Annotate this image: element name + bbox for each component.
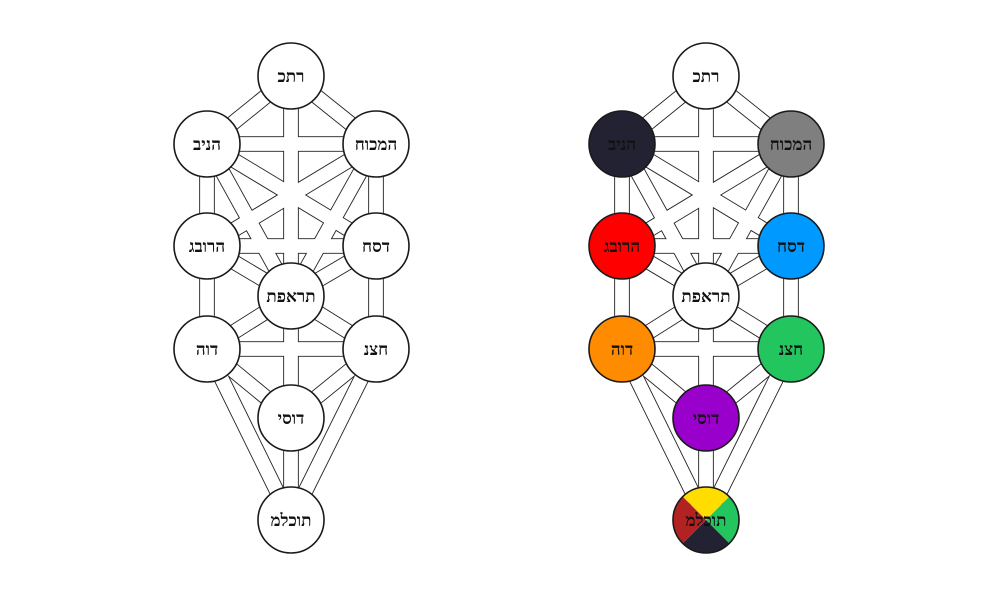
sephirah-circle [757, 212, 825, 280]
sephirah-keter: רתכ [257, 42, 325, 110]
sephirah-circle [257, 42, 325, 110]
sephirah-chesed: דסח [342, 212, 410, 280]
sephirah-chokhmah: המכוח [342, 110, 410, 178]
sephirah-label: חצנ [779, 340, 804, 360]
sephirah-circle [588, 315, 656, 383]
sephirah-label: דוסי [278, 409, 305, 429]
sephirah-circle [173, 110, 241, 178]
sephirah-circle [173, 315, 241, 383]
sephirot: רתכ המכוח הניב דסח הרובג תראפת חצנ דוה דוסי תוכלמ [173, 42, 410, 554]
sephirah-netzach: חצנ [757, 315, 825, 383]
sephirah-netzach: חצנ [342, 315, 410, 383]
sephirah-tiferet: תראפת [672, 262, 740, 330]
sephirah-outline [672, 486, 740, 554]
sephirah-malkhut: תוכלמ [257, 486, 325, 554]
sephirah-label: הניב [193, 135, 221, 155]
sephirah-circle [672, 42, 740, 110]
sephirot: רתכ המכוח הניב דסח הרובג תראפת חצנ דוה דוסי תוכלמ [588, 42, 825, 554]
sephirah-circle [757, 315, 825, 383]
sephirah-hod: דוה [588, 315, 656, 383]
tree-plain: רתכ המכוח הניב דסח הרובג תראפת חצנ דוה דוסי תוכלמ [173, 42, 410, 554]
sephirah-circle [257, 486, 325, 554]
sephirah-label: תוכלמ [685, 511, 726, 531]
sephirah-label: חצנ [364, 340, 389, 360]
sephirah-label: דוה [196, 340, 218, 360]
sephirah-label: תראפת [266, 287, 315, 307]
sephirah-circle [672, 384, 740, 452]
sephirah-label: דסח [362, 237, 390, 257]
sephirah-label: הרובג [604, 237, 640, 257]
sephirah-label: דוה [611, 340, 633, 360]
sephirah-binah: הניב [588, 110, 656, 178]
sephirah-binah: הניב [173, 110, 241, 178]
sephirah-label: הניב [608, 135, 636, 155]
sephirah-circle [257, 384, 325, 452]
sephirah-label: תוכלמ [270, 511, 311, 531]
sephirah-label: הרובג [189, 237, 225, 257]
sephirah-chesed: דסח [757, 212, 825, 280]
sephirah-label: תראפת [681, 287, 730, 307]
sephirah-tiferet: תראפת [257, 262, 325, 330]
sephirah-hod: דוה [173, 315, 241, 383]
sephirah-circle [173, 212, 241, 280]
sephirah-label: המכוח [355, 135, 398, 155]
sephirah-circle [257, 262, 325, 330]
sephirah-gevurah: הרובג [588, 212, 656, 280]
sephirah-label: רתכ [692, 67, 719, 87]
sephirah-yesod: דוסי [672, 384, 740, 452]
sephirah-malkhut: תוכלמ [672, 486, 740, 554]
malkhut-quadrant [672, 496, 706, 544]
sephirah-label: דסח [777, 237, 805, 257]
sephirah-circle [342, 110, 410, 178]
sephirah-circle [342, 315, 410, 383]
malkhut-quadrant [706, 496, 740, 544]
sephirah-label: דוסי [693, 409, 720, 429]
tree-colored: רתכ המכוח הניב דסח הרובג תראפת חצנ דוה דוסי תוכלמ [588, 42, 825, 554]
sephirah-circle [588, 110, 656, 178]
sephirah-label: המכוח [770, 135, 813, 155]
sephirah-circle [672, 262, 740, 330]
malkhut-quadrant [682, 520, 730, 554]
sephirah-circle [757, 110, 825, 178]
malkhut-quadrant [682, 486, 730, 520]
sephirah-keter: רתכ [672, 42, 740, 110]
sephirah-label: רתכ [277, 67, 304, 87]
sephirah-circle [342, 212, 410, 280]
sephirah-chokhmah: המכוח [757, 110, 825, 178]
sephirah-yesod: דוסי [257, 384, 325, 452]
sephirah-gevurah: הרובג [173, 212, 241, 280]
sephirah-circle [588, 212, 656, 280]
